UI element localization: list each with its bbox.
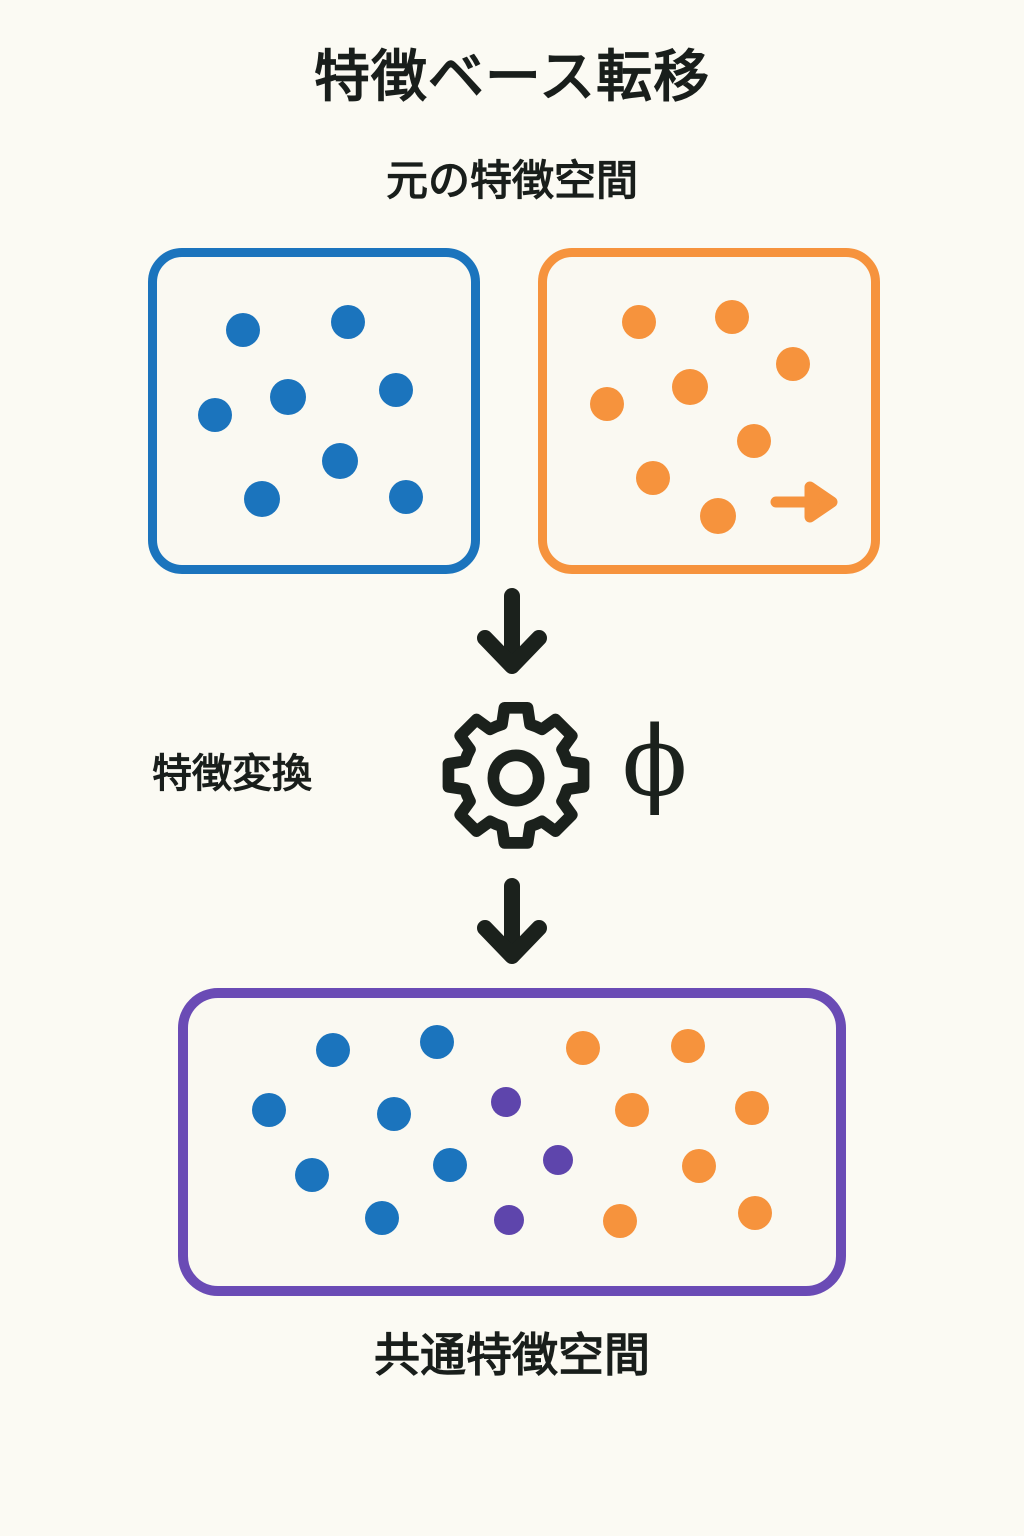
feature-point (226, 313, 260, 347)
feature-point (379, 373, 413, 407)
feature-point (494, 1205, 524, 1235)
feature-point (295, 1158, 329, 1192)
flow-arrow-down-bottom (477, 878, 547, 964)
feature-point (270, 379, 306, 415)
feature-point (433, 1148, 467, 1182)
feature-point (735, 1091, 769, 1125)
feature-point (420, 1025, 454, 1059)
feature-point (603, 1204, 637, 1238)
phi-symbol: ϕ (622, 706, 688, 818)
feature-point (776, 347, 810, 381)
feature-point (672, 369, 708, 405)
feature-point (636, 461, 670, 495)
gear-icon (438, 700, 594, 856)
direction-arrow-icon (770, 481, 838, 523)
feature-point (615, 1093, 649, 1127)
feature-point (377, 1097, 411, 1131)
feature-point (365, 1201, 399, 1235)
shared-space-caption: 共通特徴空間 (374, 1329, 650, 1381)
feature-point (682, 1149, 716, 1183)
feature-point (737, 424, 771, 458)
feature-point (491, 1087, 521, 1117)
feature-point (389, 480, 423, 514)
feature-point (622, 305, 656, 339)
feature-point (715, 300, 749, 334)
source-space-heading: 元の特徴空間 (385, 157, 638, 204)
flow-arrow-down-top (477, 588, 547, 674)
feature-point (331, 305, 365, 339)
feature-point (738, 1196, 772, 1230)
feature-point (566, 1031, 600, 1065)
page-title: 特徴ベース転移 (313, 45, 711, 108)
feature-point (590, 387, 624, 421)
shared-feature-space-box (178, 988, 846, 1296)
feature-point (700, 498, 736, 534)
feature-point (322, 443, 358, 479)
feature-point (198, 398, 232, 432)
feature-point (316, 1033, 350, 1067)
feature-point (543, 1145, 573, 1175)
feature-point (671, 1029, 705, 1063)
feature-point (244, 481, 280, 517)
transform-label: 特徴変換 (152, 752, 312, 796)
feature-point (252, 1093, 286, 1127)
